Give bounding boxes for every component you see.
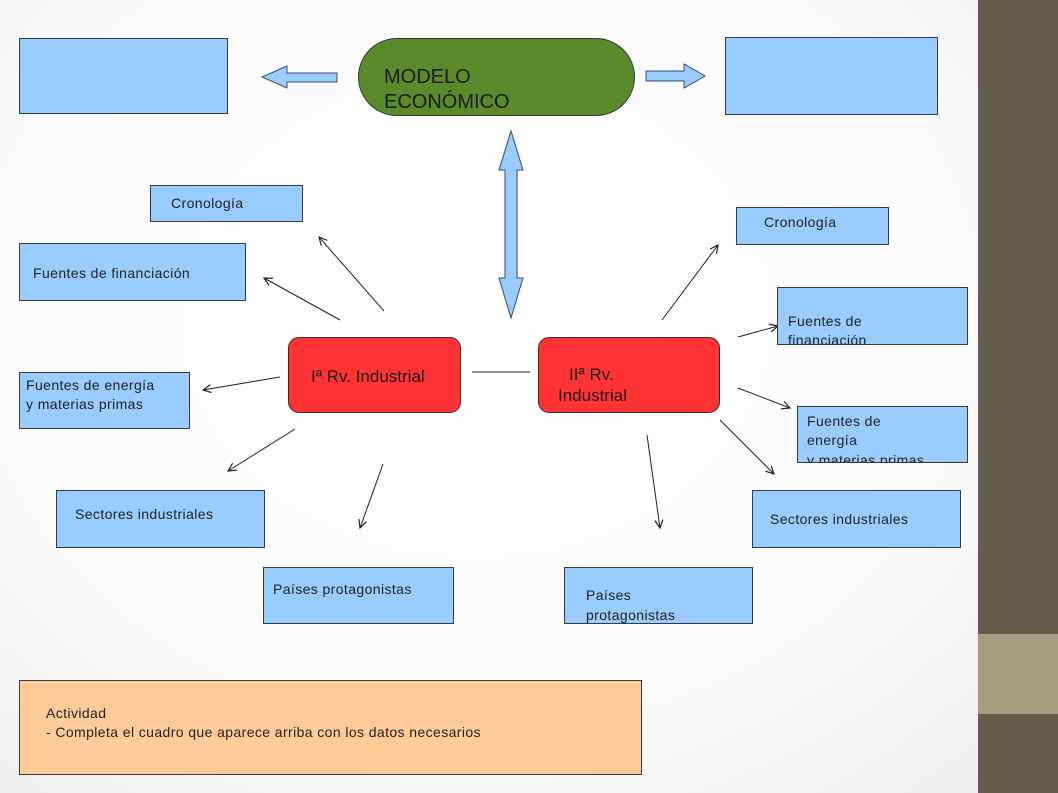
rev2-energia-label-line1: Fuentes de [807, 413, 882, 429]
rev2-node: IIª Rv. Industrial [538, 337, 720, 413]
rev1-financiacion-box: Fuentes de financiación [19, 243, 246, 301]
rev1-energia-label-line1: Fuentes de energía [26, 377, 155, 393]
block-arrow-vertical [498, 129, 524, 320]
arrow-rev1-cronologia [319, 237, 385, 312]
rev1-node: Iª Rv. Industrial [288, 337, 461, 413]
modelo-economico-label: MODELO ECONÓMICO [384, 66, 510, 113]
rev1-financiacion-label: Fuentes de financiación [33, 265, 191, 281]
top-right-empty-box [725, 37, 938, 115]
rev2-financiacion-label-line2: financiación [788, 332, 867, 345]
rev2-energia-label-line3: y materias primas [807, 452, 925, 463]
activity-title: Actividad [46, 705, 107, 721]
rev1-sectores-label: Sectores industriales [75, 506, 214, 522]
arrow-rev2-cronologia [661, 245, 718, 321]
rev2-energia-label-line2: energía [807, 432, 858, 448]
block-arrow-right [645, 63, 707, 89]
sidebar-band [978, 634, 1058, 714]
arrow-rev2-paises [646, 434, 660, 528]
rev2-paises-box: Países protagonistas [564, 567, 753, 624]
rev2-paises-label-line1: Países [586, 587, 632, 603]
rev1-cronologia-label: Cronología [171, 195, 244, 211]
rev2-sectores-box: Sectores industriales [752, 490, 961, 548]
rev1-paises-label: Países protagonistas [273, 581, 412, 597]
arrow-rev2-sectores [719, 419, 774, 474]
rev1-cronologia-box: Cronología [150, 185, 303, 222]
rev2-financiacion-box: Fuentes de financiación [777, 287, 968, 345]
rev2-energia-box: Fuentes de energía y materias primas [797, 406, 968, 463]
rev2-label-line1: IIª Rv. [569, 365, 614, 384]
arrow-rev2-financiacion [737, 326, 778, 338]
block-arrow-left [260, 65, 338, 89]
rev1-energia-label-line2: y materias primas [26, 396, 144, 412]
arrow-rev1-paises [360, 463, 384, 528]
activity-text: - Completa el cuadro que aparece arriba … [46, 724, 481, 740]
rev1-energia-box: Fuentes de energía y materias primas [19, 372, 190, 429]
rev2-sectores-label: Sectores industriales [770, 511, 909, 527]
rev2-label-line2: Industrial [558, 386, 627, 405]
rev2-cronologia-label: Cronología [764, 214, 837, 230]
arrow-rev2-energia [737, 387, 790, 408]
modelo-economico-node: MODELO ECONÓMICO [358, 38, 635, 116]
rev2-financiacion-label-line1: Fuentes de [788, 313, 863, 329]
rev1-sectores-box: Sectores industriales [56, 490, 265, 548]
rev1-label: Iª Rv. Industrial [311, 367, 425, 386]
top-left-empty-box [19, 38, 228, 114]
arrow-rev1-financiacion [264, 278, 341, 321]
rev2-cronologia-box: Cronología [736, 207, 889, 245]
arrow-rev1-energia [203, 376, 281, 390]
rev2-paises-label-line2: protagonistas [586, 607, 676, 623]
arrow-rev1-sectores [228, 428, 296, 471]
rev1-paises-box: Países protagonistas [263, 567, 454, 624]
activity-box: Actividad - Completa el cuadro que apare… [19, 680, 642, 775]
sidebar-decoration [978, 0, 1058, 793]
